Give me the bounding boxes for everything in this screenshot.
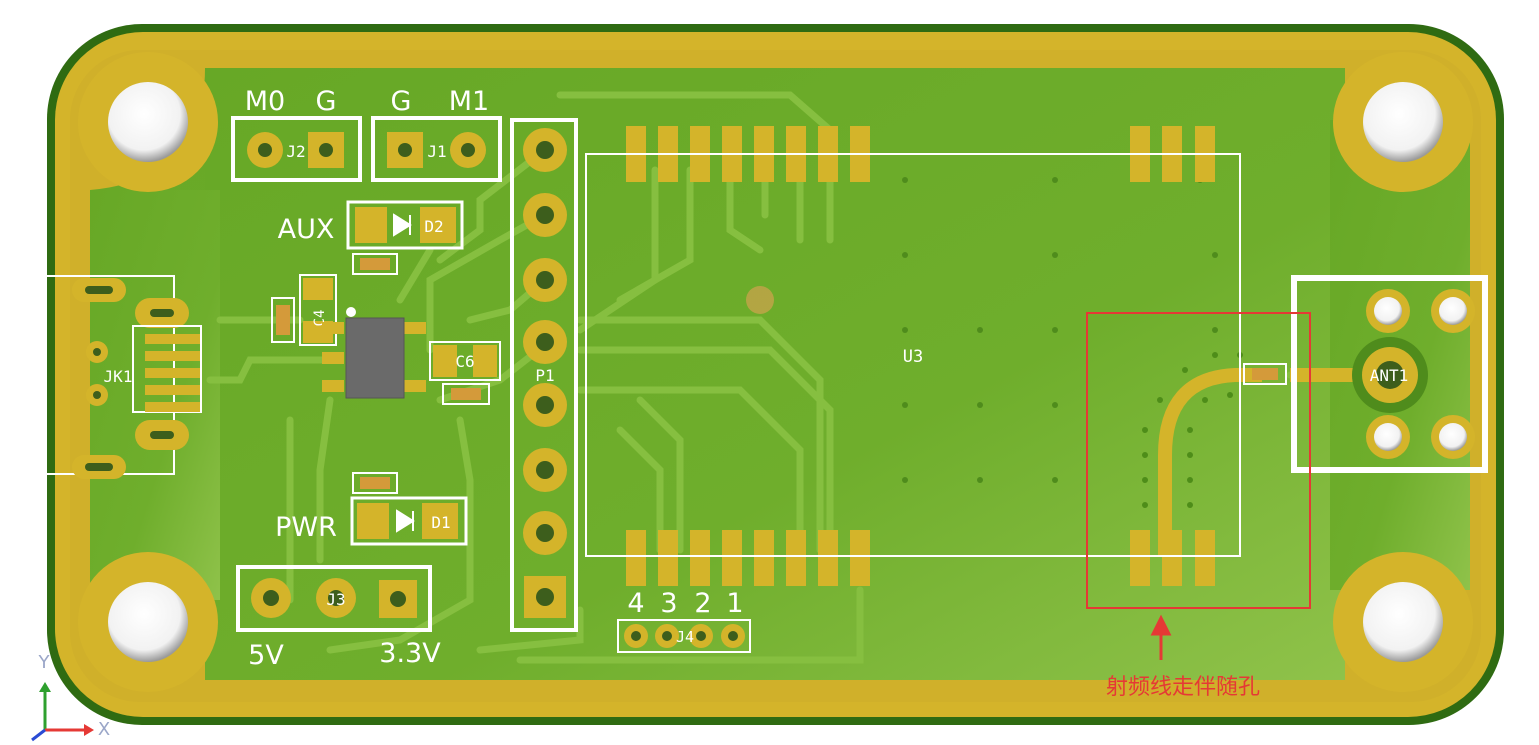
j1-pin-label-g: G bbox=[391, 86, 412, 117]
j4-pin-number-1: 1 bbox=[726, 588, 743, 619]
antenna-connector-ant1: ANT1 bbox=[1243, 275, 1488, 473]
j2-pin-label-g: G bbox=[316, 86, 337, 117]
mounting-hole-bottom-left bbox=[78, 552, 218, 692]
j2-pin-label-m0: M0 bbox=[245, 86, 285, 117]
axis-indicator: Y X bbox=[31, 652, 110, 742]
j2-ref: J2 bbox=[286, 142, 305, 161]
u3-bottom-pads bbox=[626, 530, 1215, 586]
rf-annotation-text: 射频线走伴随孔 bbox=[1106, 675, 1260, 700]
header-j2: J2 M0 G bbox=[231, 86, 362, 182]
u3-outline bbox=[585, 153, 1241, 557]
p1-ref: P1 bbox=[535, 366, 554, 385]
ant1-ref: ANT1 bbox=[1370, 366, 1409, 385]
led-d2: D2 AUX bbox=[278, 200, 464, 275]
axis-x-label: X bbox=[98, 719, 110, 740]
rf-annotation: 射频线走伴随孔 bbox=[1086, 312, 1311, 700]
j3-label-5v: 5V bbox=[248, 640, 284, 671]
d1-label-pwr: PWR bbox=[275, 512, 337, 543]
jk1-ref: JK1 bbox=[104, 367, 133, 386]
j1-ref: J1 bbox=[427, 142, 446, 161]
mounting-holes bbox=[78, 52, 1473, 692]
traces bbox=[206, 91, 1389, 664]
capacitor-c6: C6 bbox=[429, 341, 501, 405]
d1-ref: D1 bbox=[431, 513, 450, 532]
regulator-ic bbox=[322, 307, 426, 399]
mounting-hole-top-right bbox=[1333, 52, 1473, 192]
rf-annotation-box bbox=[1086, 312, 1311, 609]
rf-stitching-vias bbox=[1142, 352, 1243, 508]
j4-pin-number-3: 3 bbox=[660, 588, 677, 619]
axis-y-label: Y bbox=[38, 652, 51, 673]
header-j1: J1 G M1 bbox=[371, 86, 502, 182]
rf-annotation-arrow bbox=[1150, 614, 1172, 660]
u3-ref: U3 bbox=[903, 347, 923, 367]
led-d1: D1 PWR bbox=[275, 472, 468, 546]
crystal-pad bbox=[746, 286, 774, 314]
d2-label-aux: AUX bbox=[278, 214, 335, 245]
header-j4: J4 4 3 2 1 bbox=[617, 588, 751, 653]
j4-pin-number-2: 2 bbox=[694, 588, 711, 619]
c6-ref: C6 bbox=[455, 352, 474, 371]
usb-jack-jk1: JK1 bbox=[36, 275, 202, 479]
module-u3: U3 bbox=[585, 126, 1241, 586]
header-p1: P1 bbox=[510, 118, 578, 632]
j1-pin-label-m1: M1 bbox=[449, 86, 489, 117]
j3-ref: J3 bbox=[326, 590, 345, 609]
mounting-hole-top-left bbox=[78, 52, 218, 192]
header-j3: J3 5V 3.3V bbox=[236, 565, 441, 671]
j3-label-3v3: 3.3V bbox=[379, 638, 441, 669]
mounting-hole-bottom-right bbox=[1333, 552, 1473, 692]
j4-ref: J4 bbox=[676, 628, 694, 646]
d2-ref: D2 bbox=[424, 217, 443, 236]
j4-pin-number-4: 4 bbox=[627, 588, 644, 619]
